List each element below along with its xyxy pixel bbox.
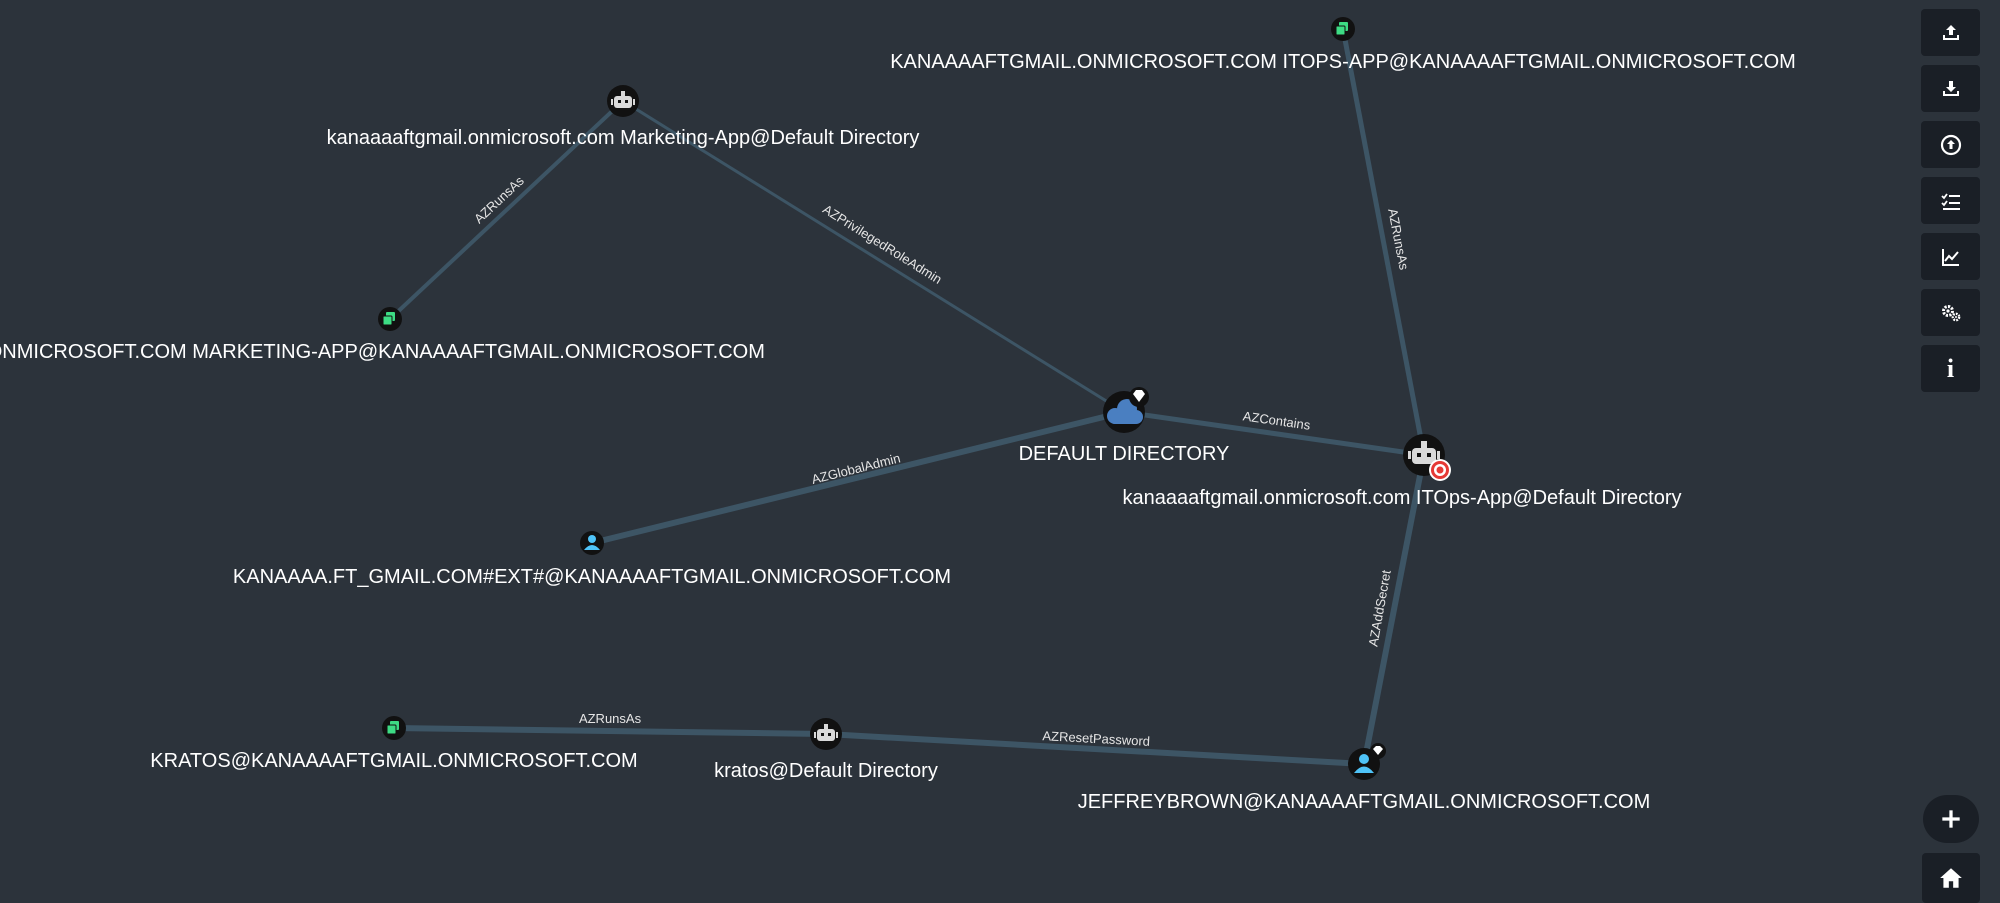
import-button[interactable] — [1921, 121, 1980, 168]
node-kratos-sp[interactable]: KRATOS@KANAAAAFTGMAIL.ONMICROSOFT.COM — [150, 716, 638, 772]
zoom-in-button[interactable] — [1923, 795, 1979, 843]
robot-icon — [814, 724, 838, 741]
info-button[interactable]: i — [1921, 345, 1980, 392]
home-button[interactable] — [1922, 853, 1980, 903]
analytics-button[interactable] — [1921, 233, 1980, 280]
view-controls — [1922, 795, 1980, 903]
edge-runsas-itops[interactable]: AZRunsAs — [1340, 28, 1427, 456]
node-default-directory[interactable]: DEFAULT DIRECTORY — [1019, 387, 1230, 465]
upload-circle-icon — [1940, 134, 1961, 155]
node-label: KANAAAAFTGMAIL.ONMICROSOFT.COM ITOPS-APP… — [890, 51, 1796, 73]
edge-global-admin[interactable]: AZGlobalAdmin — [591, 409, 1125, 546]
node-kratos-app[interactable]: kratos@Default Directory — [714, 718, 938, 782]
edge-reset-password[interactable]: AZResetPassword — [825, 728, 1365, 767]
robot-icon — [611, 91, 635, 108]
edge-label: AZRunsAs — [579, 711, 642, 726]
node-label: KRATOS@KANAAAAFTGMAIL.ONMICROSOFT.COM — [150, 750, 637, 772]
settings-button[interactable] — [1921, 289, 1980, 336]
node-ext-user[interactable]: KANAAAA.FT_GMAIL.COM#EXT#@KANAAAAFTGMAIL… — [233, 531, 951, 588]
app-icon — [386, 721, 399, 735]
queries-button[interactable] — [1921, 177, 1980, 224]
plus-icon — [1942, 810, 1960, 828]
edge-runsas-kratos[interactable]: AZRunsAs — [393, 711, 827, 737]
edge-label: AZPrivilegedRoleAdmin — [820, 201, 944, 286]
node-jeffrey[interactable]: JEFFREYBROWN@KANAAAAFTGMAIL.ONMICROSOFT.… — [1078, 743, 1651, 813]
home-icon — [1940, 868, 1962, 888]
app-icon — [382, 312, 395, 326]
gem-badge-icon — [1129, 387, 1149, 407]
node-marketing-app[interactable]: kanaaaaftgmail.onmicrosoft.com Marketing… — [327, 85, 920, 149]
node-itops-sp[interactable]: KANAAAAFTGMAIL.ONMICROSOFT.COM ITOPS-APP… — [890, 17, 1796, 73]
edge-label: AZResetPassword — [1042, 728, 1150, 749]
robot-icon — [1408, 441, 1440, 464]
download-icon — [1942, 80, 1959, 96]
settings-icon — [1941, 304, 1960, 321]
upload-button[interactable] — [1921, 9, 1980, 56]
upload-icon — [1942, 24, 1959, 40]
node-label: kratos@Default Directory — [714, 760, 938, 782]
gem-badge-icon — [1370, 743, 1386, 759]
node-marketing-sp[interactable]: AAAAFTGMAIL.ONMICROSOFT.COM MARKETING-AP… — [0, 307, 765, 363]
chart-icon — [1941, 248, 1959, 266]
nodes: DEFAULT DIRECTORY kanaaaaftgmail.onmicro… — [0, 17, 1796, 813]
node-label: kanaaaaftgmail.onmicrosoft.com ITOps-App… — [1122, 487, 1681, 509]
target-badge-icon — [1429, 459, 1451, 481]
node-label: KANAAAA.FT_GMAIL.COM#EXT#@KANAAAAFTGMAIL… — [233, 566, 951, 588]
node-label: kanaaaaftgmail.onmicrosoft.com Marketing… — [327, 127, 920, 149]
node-label: AAAAFTGMAIL.ONMICROSOFT.COM MARKETING-AP… — [0, 341, 765, 363]
checklist-icon — [1940, 192, 1960, 210]
download-button[interactable] — [1921, 65, 1980, 112]
node-itops-app[interactable]: kanaaaaftgmail.onmicrosoft.com ITOps-App… — [1122, 434, 1682, 509]
app-icon — [1335, 22, 1348, 36]
user-icon — [584, 535, 600, 550]
user-icon — [1354, 754, 1374, 773]
info-icon: i — [1946, 353, 1955, 383]
graph-toolbar: i — [1921, 9, 1980, 392]
node-label: DEFAULT DIRECTORY — [1019, 443, 1230, 465]
node-label: JEFFREYBROWN@KANAAAAFTGMAIL.ONMICROSOFT.… — [1078, 791, 1651, 813]
